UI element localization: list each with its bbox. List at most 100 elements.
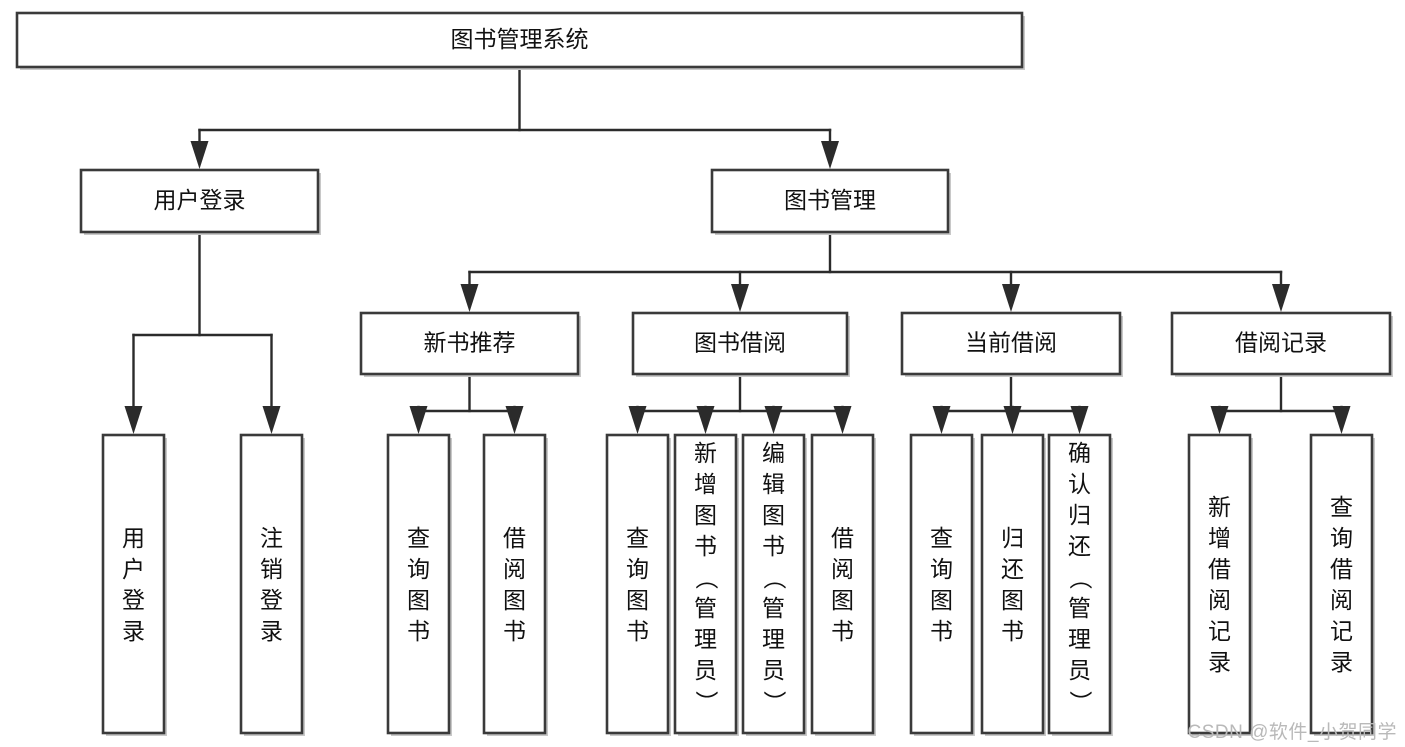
node-root[interactable]: 图书管理系统 xyxy=(15,11,1025,70)
svg-text:）: ） xyxy=(762,691,788,714)
svg-text:书: 书 xyxy=(407,618,430,644)
node-box[interactable] xyxy=(101,433,166,735)
node-label: 用户登录 xyxy=(122,525,145,644)
svg-text:户: 户 xyxy=(122,556,145,582)
node-box[interactable] xyxy=(810,433,875,735)
node-borrow-record[interactable]: 借阅记录 xyxy=(1170,311,1393,377)
node-box[interactable] xyxy=(1170,311,1392,376)
node-box[interactable] xyxy=(980,433,1045,735)
svg-text:新: 新 xyxy=(694,440,717,466)
node-label: 用户登录 xyxy=(154,187,246,213)
node-user-login[interactable]: 用户登录 xyxy=(79,168,321,235)
svg-text:询: 询 xyxy=(1330,525,1353,551)
svg-text:图: 图 xyxy=(503,587,526,613)
node-box[interactable] xyxy=(909,433,974,735)
node-box[interactable] xyxy=(79,168,320,234)
svg-text:书: 书 xyxy=(694,533,717,559)
node-box[interactable] xyxy=(710,168,950,234)
node-box[interactable] xyxy=(900,311,1122,376)
node-box[interactable] xyxy=(386,433,451,735)
node-book-manage[interactable]: 图书管理 xyxy=(710,168,951,235)
node-label: 当前借阅 xyxy=(965,330,1057,356)
node-box[interactable] xyxy=(359,311,580,376)
nodes-layer: 图书管理系统用户登录图书管理新书推荐图书借阅当前借阅借阅记录用户登录注销登录查询… xyxy=(15,11,1393,736)
node-box[interactable] xyxy=(605,433,670,735)
node-new-book-rec[interactable]: 新书推荐 xyxy=(359,311,581,377)
svg-text:图: 图 xyxy=(831,587,854,613)
svg-text:管: 管 xyxy=(694,595,717,621)
edges-layer xyxy=(124,65,1351,434)
svg-text:用: 用 xyxy=(122,525,145,551)
node-box[interactable] xyxy=(239,433,304,735)
svg-text:编: 编 xyxy=(762,440,785,466)
svg-text:归: 归 xyxy=(1001,525,1024,551)
svg-text:辑: 辑 xyxy=(762,471,785,497)
node-box[interactable] xyxy=(741,433,806,735)
svg-text:图: 图 xyxy=(1001,587,1024,613)
svg-text:注: 注 xyxy=(260,525,283,551)
svg-text:录: 录 xyxy=(122,618,145,644)
svg-text:询: 询 xyxy=(626,556,649,582)
arrow-head-icon xyxy=(696,406,715,434)
svg-text:销: 销 xyxy=(260,556,283,582)
arrow-head-icon xyxy=(262,406,281,434)
node-label: 新书推荐 xyxy=(424,330,516,356)
arrow-head-icon xyxy=(1070,406,1089,434)
svg-text:书: 书 xyxy=(930,618,953,644)
svg-text:询: 询 xyxy=(930,556,953,582)
svg-text:登: 登 xyxy=(260,587,283,613)
svg-text:还: 还 xyxy=(1068,533,1091,559)
svg-text:阅: 阅 xyxy=(1330,587,1353,613)
svg-text:书: 书 xyxy=(503,618,526,644)
node-book-borrow[interactable]: 图书借阅 xyxy=(631,311,850,377)
node-box[interactable] xyxy=(15,11,1024,69)
node-box[interactable] xyxy=(1187,433,1252,735)
svg-text:记: 记 xyxy=(1208,618,1231,644)
svg-text:）: ） xyxy=(694,691,720,714)
svg-text:图: 图 xyxy=(626,587,649,613)
arrow-head-icon xyxy=(1210,406,1229,434)
node-box[interactable] xyxy=(482,433,547,735)
node-box[interactable] xyxy=(1309,433,1374,735)
arrow-head-icon xyxy=(764,406,783,434)
svg-text:记: 记 xyxy=(1330,618,1353,644)
arrow-head-icon xyxy=(124,406,143,434)
svg-text:借: 借 xyxy=(1330,556,1353,582)
svg-text:查: 查 xyxy=(1330,494,1353,520)
svg-text:查: 查 xyxy=(407,525,430,551)
node-box[interactable] xyxy=(1047,433,1112,735)
node-box[interactable] xyxy=(631,311,849,376)
node-leaf-user-login[interactable]: 用户登录 xyxy=(101,433,167,736)
node-box[interactable] xyxy=(673,433,738,735)
svg-text:图: 图 xyxy=(407,587,430,613)
svg-text:（: （ xyxy=(694,567,720,590)
arrow-head-icon xyxy=(1272,284,1290,312)
arrow-head-icon xyxy=(932,406,951,434)
svg-text:认: 认 xyxy=(1068,471,1091,497)
node-current-borrow[interactable]: 当前借阅 xyxy=(900,311,1123,377)
svg-text:借: 借 xyxy=(503,525,526,551)
arrow-head-icon xyxy=(1002,284,1020,312)
svg-text:管: 管 xyxy=(1068,595,1091,621)
svg-text:新: 新 xyxy=(1208,494,1231,520)
svg-text:书: 书 xyxy=(762,533,785,559)
